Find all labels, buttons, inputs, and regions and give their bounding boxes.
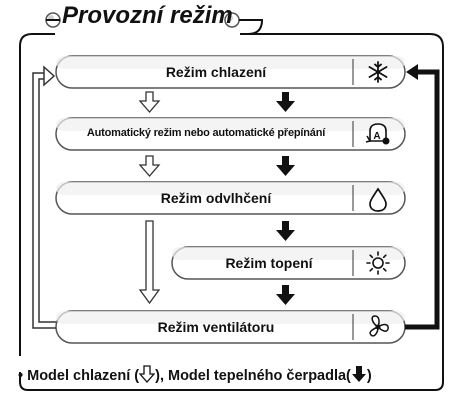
hollow-arrow-auto-to-dry bbox=[138, 155, 161, 177]
sun-icon bbox=[366, 251, 390, 275]
mode-label-heat: Režim topení bbox=[225, 255, 313, 271]
right-return-connector bbox=[405, 69, 440, 330]
mode-bar-dry bbox=[55, 181, 406, 215]
auto-mode-icon: A bbox=[365, 123, 390, 145]
water-drop-icon bbox=[369, 187, 387, 212]
mode-bar-fan bbox=[55, 310, 406, 344]
legend-bullet: • bbox=[18, 368, 24, 384]
mode-bar-auto bbox=[55, 117, 406, 151]
solid-arrow-heat-to-fan bbox=[276, 285, 295, 305]
mode-label-cooling: Režim chlazení bbox=[165, 64, 267, 80]
solid-arrow-icon bbox=[351, 366, 366, 382]
page-title: Provozní režim bbox=[62, 2, 233, 29]
hollow-arrow-icon bbox=[138, 365, 156, 383]
frame-border bbox=[19, 33, 444, 391]
mode-bar-heat bbox=[171, 246, 406, 280]
mode-label-auto: Automatický režim nebo automatické přepí… bbox=[86, 127, 326, 139]
right-return-arrowhead bbox=[406, 64, 418, 80]
mode-label-dry: Režim odvlhčení bbox=[160, 190, 272, 206]
fan-icon bbox=[369, 315, 389, 337]
legend-close-paren: ) bbox=[366, 368, 372, 384]
auto-mode-icon-letter: A bbox=[373, 131, 380, 142]
mode-bar-cooling bbox=[55, 55, 406, 89]
left-return-arrowhead bbox=[43, 65, 56, 87]
legend-cooling-model: Model chlazení ( bbox=[27, 368, 140, 384]
title-bullet-left bbox=[45, 12, 61, 28]
mode-label-fan: Režim ventilátoru bbox=[157, 319, 275, 335]
snowflake-icon bbox=[368, 61, 388, 83]
solid-arrow-dry-to-heat bbox=[276, 221, 295, 241]
title-bullet-right bbox=[224, 12, 264, 35]
solid-arrow-cool-to-auto bbox=[276, 92, 295, 112]
legend-heat-pump-model: ), Model tepelného čerpadla( bbox=[155, 368, 351, 384]
hollow-arrow-dry-to-fan bbox=[138, 220, 161, 305]
legend-footnote: • Model chlazení ( ), Model tepelného čer… bbox=[18, 365, 372, 384]
solid-arrow-auto-to-dry bbox=[276, 156, 295, 176]
left-return-bracket bbox=[32, 72, 56, 329]
hollow-arrow-cool-to-auto bbox=[138, 91, 161, 113]
